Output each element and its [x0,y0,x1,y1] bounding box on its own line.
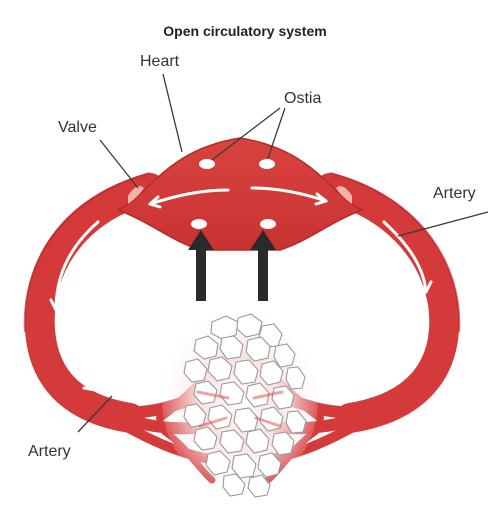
inflow-arrow-left [188,230,214,301]
ostium [191,219,207,229]
label-artery-left: Artery [28,443,71,460]
vessel-loop [23,172,461,433]
ostium [199,159,215,169]
label-artery-right: Artery [433,185,476,202]
ostium [259,159,275,169]
left-artery-vessel [24,173,165,433]
ostia-leader-left [211,107,281,161]
artery-left-leader [77,395,113,433]
ostia-leader-right [267,107,286,159]
flow-arrow-right-artery [376,220,433,386]
tissue-sinus [162,310,318,498]
inflow-arrow-right [250,230,276,301]
right-artery-vessel [315,173,460,433]
flow-arrows [49,186,433,392]
label-ostia: Ostia [284,90,321,107]
artery-right-leader [397,211,489,237]
flow-arrow-heart-left [148,188,230,209]
flow-arrow-left-artery [49,220,100,392]
ostia-inflow-arrows [188,230,276,301]
heart-leader [162,73,183,153]
heart [116,137,364,251]
diagram-title: Open circulatory system [163,23,326,39]
label-valve: Valve [58,119,97,136]
leader-lines [77,73,489,433]
right-valve-flap [336,186,352,204]
left-valve-flap [128,186,144,204]
valve-leader [99,139,139,189]
flow-arrow-heart-right [250,186,328,206]
ostium [260,219,276,229]
label-heart: Heart [140,53,180,70]
